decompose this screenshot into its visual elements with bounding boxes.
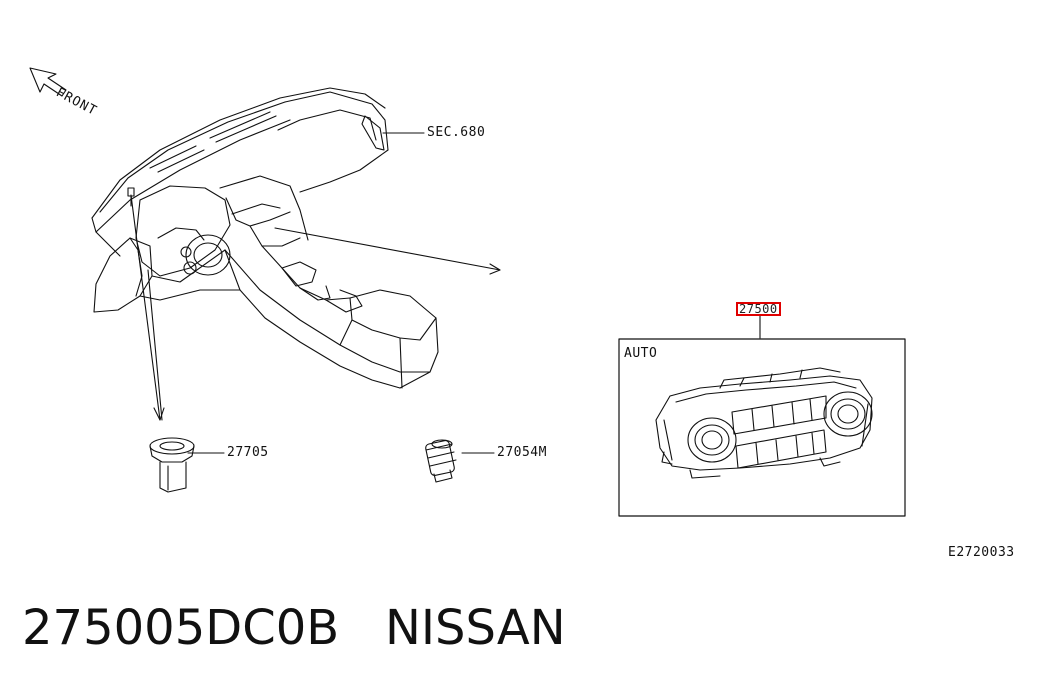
- callout-27705: 27705: [227, 445, 269, 460]
- callout-27054m: 27054M: [497, 445, 547, 460]
- footer-caption: 275005DC0B NISSAN: [22, 600, 566, 656]
- inset-title: AUTO: [624, 346, 658, 361]
- front-arrow-icon: [29, 67, 67, 97]
- screw-icon: [127, 187, 135, 207]
- clip-27705-icon: [149, 437, 195, 493]
- figure-code: E2720033: [948, 545, 1015, 560]
- leader-lines: [130, 132, 761, 454]
- sensor-27054m-icon: [425, 439, 457, 483]
- brand-name: NISSAN: [384, 600, 566, 656]
- dashboard-assembly: [91, 87, 439, 389]
- part-number: 275005DC0B: [22, 600, 340, 656]
- callout-27500-highlighted[interactable]: 27500: [736, 302, 781, 316]
- inset-box: [618, 338, 906, 517]
- callout-sec-680: SEC.680: [427, 125, 486, 140]
- hvac-control-panel-icon: [655, 367, 873, 479]
